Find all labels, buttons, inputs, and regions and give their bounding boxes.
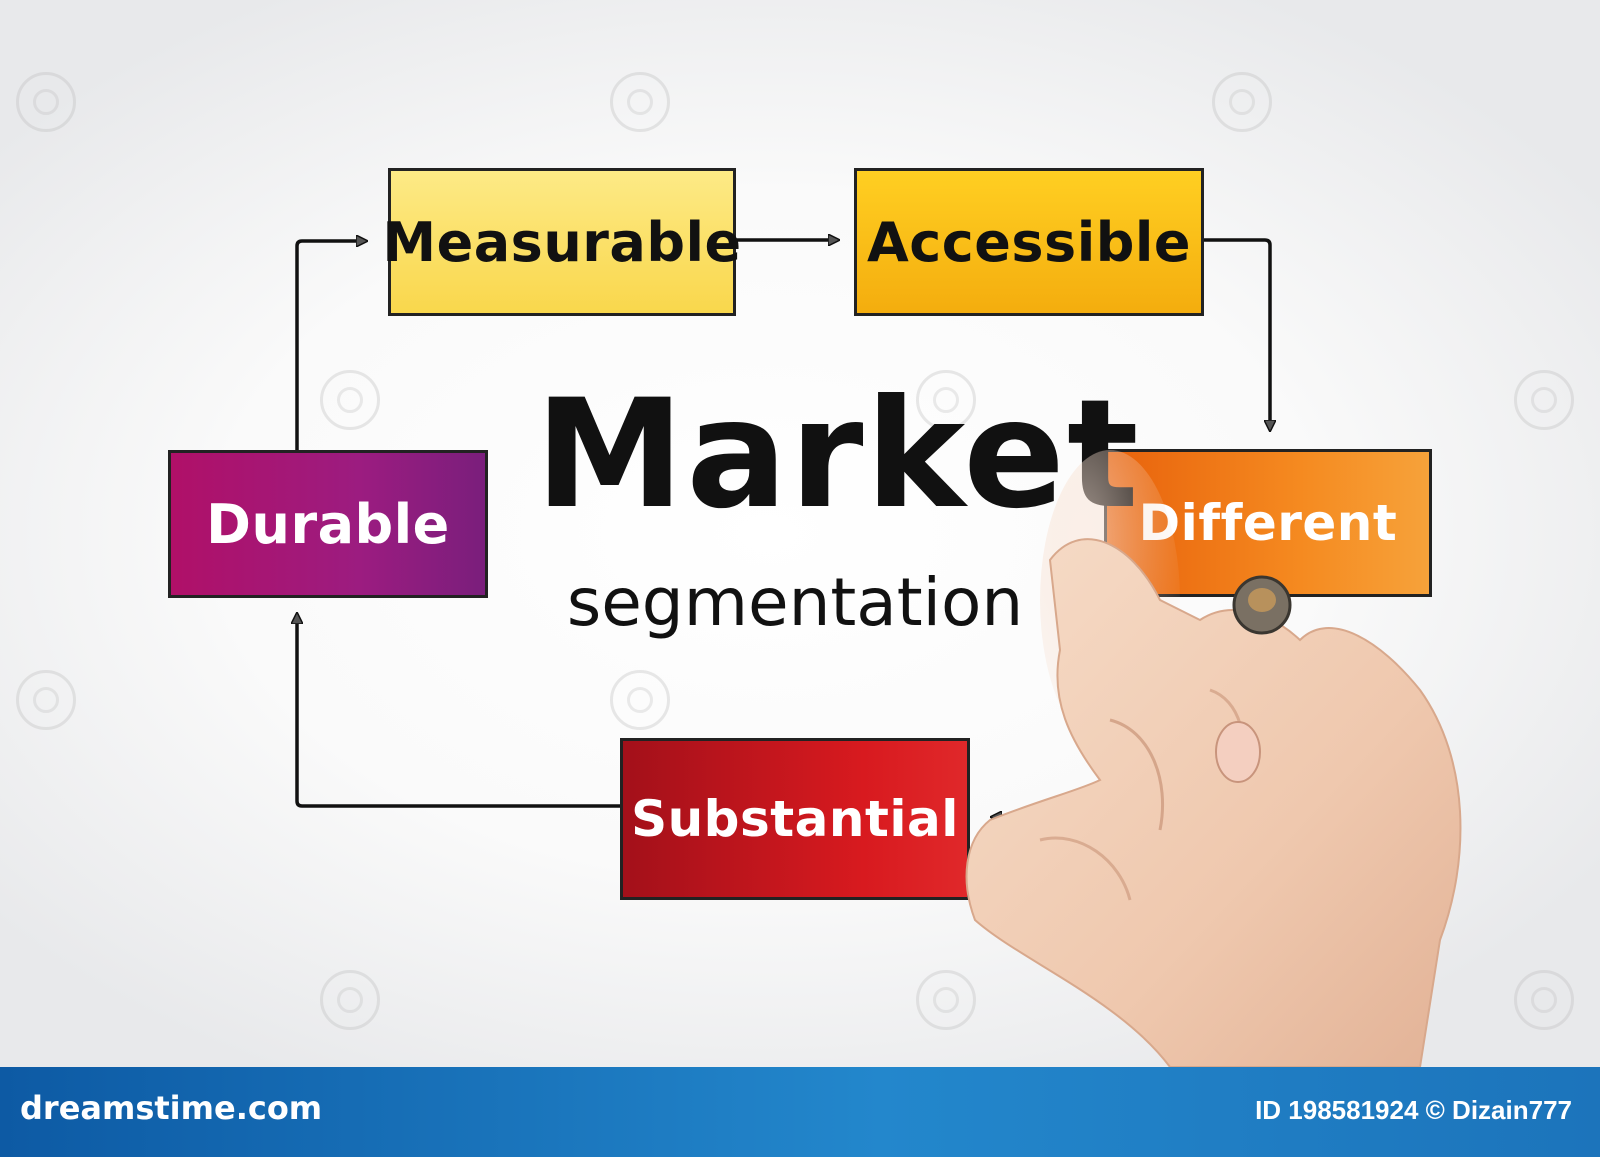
watermark-icon: [16, 670, 76, 730]
node-accessible: Accessible: [854, 168, 1204, 316]
watermark-icon: [916, 370, 976, 430]
node-label: Substantial: [631, 790, 959, 848]
diagram-subtitle: segmentation: [566, 564, 1024, 641]
watermark-icon: [1514, 370, 1574, 430]
footer-bar: dreamstime.com ID 198581924 © Dizain777: [0, 1067, 1600, 1157]
node-label: Measurable: [382, 210, 742, 274]
footer-brand-logo: dreamstime.com: [20, 1089, 323, 1127]
node-label: Accessible: [866, 210, 1192, 274]
watermark-icon: [1212, 72, 1272, 132]
hand-with-marker-image: [965, 450, 1462, 1067]
watermark-icon: [916, 970, 976, 1030]
diagram-title: Market: [535, 368, 1141, 542]
watermark-icon: [1514, 970, 1574, 1030]
edge-accessible-different: [1204, 238, 1270, 430]
node-measurable: Measurable: [382, 168, 741, 316]
edge-substantial-durable: [297, 614, 620, 808]
watermark-icon: [610, 72, 670, 132]
watermark-icon: [320, 370, 380, 430]
node-label: Different: [1138, 494, 1398, 552]
edge-durable-measurable: [295, 241, 366, 450]
watermark-icon: [16, 72, 76, 132]
node-label: Durable: [206, 492, 450, 556]
node-durable: Durable: [168, 450, 488, 598]
footer-image-id: ID 198581924 © Dizain777: [1255, 1095, 1572, 1125]
watermark-icon: [610, 670, 670, 730]
diagram-canvas: Measurable Accessible Different Substant…: [0, 0, 1600, 1067]
node-substantial: Substantial: [620, 738, 970, 900]
watermark-icon: [320, 970, 380, 1030]
